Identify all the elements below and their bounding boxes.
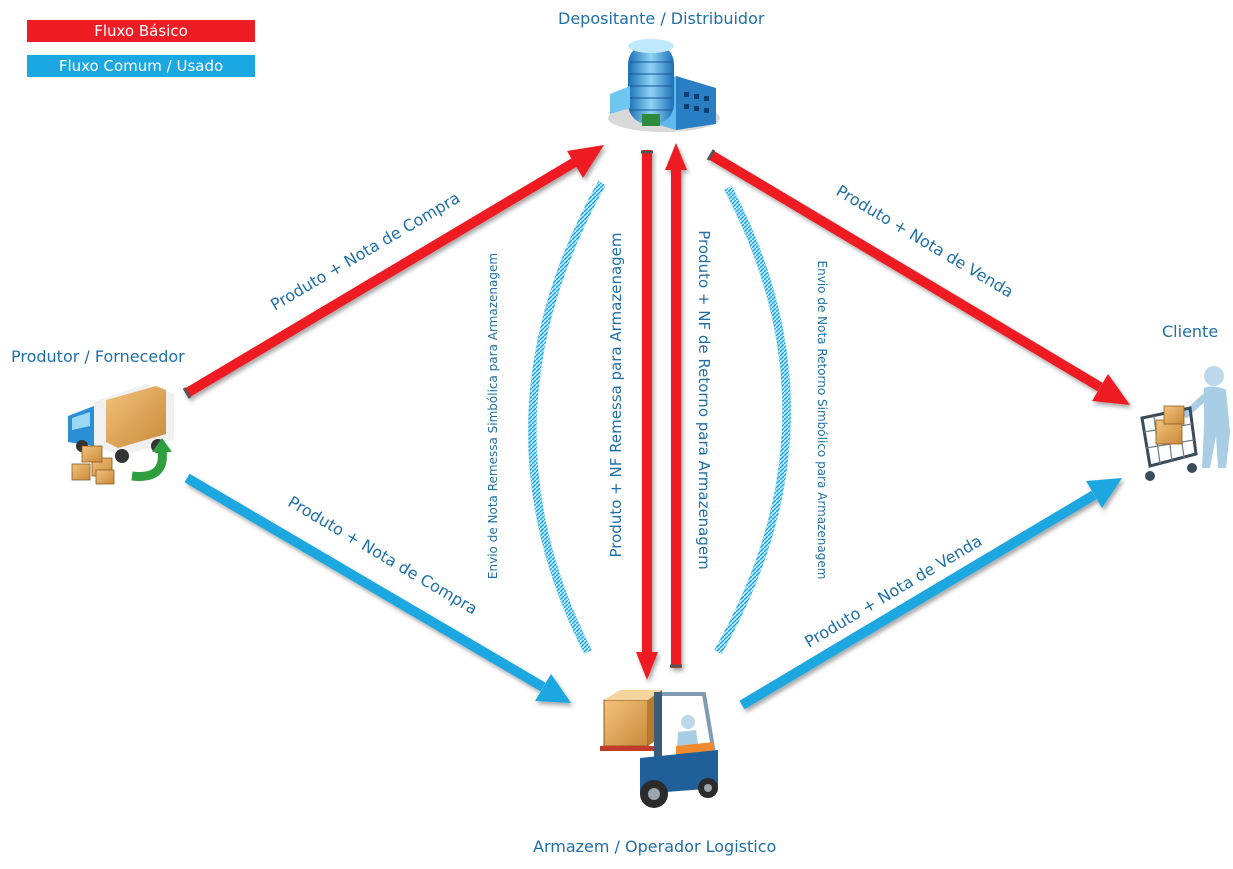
arc-remessa-simbolica bbox=[527, 180, 606, 655]
arrow-producer-to-warehouse bbox=[184, 473, 571, 703]
producer-label: Produtor / Fornecedor bbox=[11, 347, 185, 366]
warehouse-label: Armazem / Operador Logistico bbox=[533, 837, 777, 856]
client-label: Cliente bbox=[1162, 322, 1219, 341]
office-building-icon bbox=[608, 39, 720, 132]
shopping-cart-person-icon bbox=[1140, 366, 1230, 481]
label-remessa-simbolica: Envio de Nota Remessa Simbólica para Arm… bbox=[486, 253, 500, 579]
label-retorno-simbolico: Envio de Nota Retorno Simbólico para Arm… bbox=[815, 261, 829, 580]
arrow-warehouse-to-client bbox=[739, 478, 1122, 710]
forklift-icon bbox=[600, 690, 718, 808]
arrow-depositor-to-warehouse bbox=[636, 150, 658, 680]
delivery-truck-icon bbox=[68, 384, 174, 485]
label-warehouse-to-depositor: Produto + NF de Retorno para Armazenagem bbox=[695, 230, 713, 570]
arrow-producer-to-depositor bbox=[182, 145, 604, 399]
legend-common-flow: Fluxo Comum / Usado bbox=[27, 55, 255, 77]
arc-retorno-simbolico bbox=[714, 185, 792, 655]
label-depositor-to-warehouse: Produto + NF Remessa para Armazenagem bbox=[607, 233, 625, 558]
arrow-depositor-to-client bbox=[706, 149, 1130, 405]
depositor-label: Depositante / Distribuidor bbox=[558, 9, 765, 28]
legend-basic-flow: Fluxo Básico bbox=[27, 20, 255, 42]
arrow-warehouse-to-depositor bbox=[665, 143, 687, 668]
